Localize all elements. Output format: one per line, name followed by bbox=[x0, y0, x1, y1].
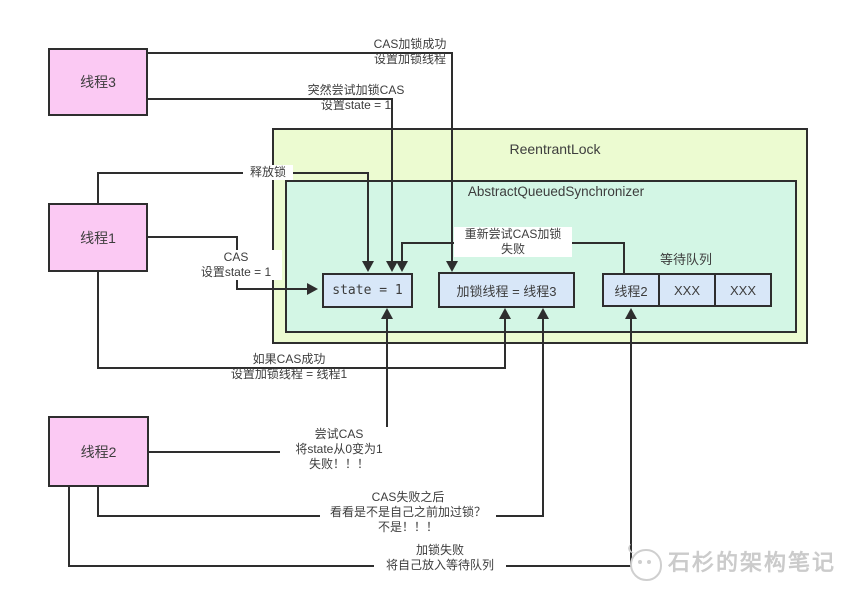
label-cas-fail-check: CAS失败之后 看看是不是自己之前加过锁？ 不是！！！ bbox=[320, 490, 496, 535]
connector-line bbox=[623, 242, 625, 274]
state-box: state = 1 bbox=[322, 273, 413, 308]
label-line: 设置加锁线程 = 线程1 bbox=[230, 367, 348, 381]
connector-line bbox=[391, 98, 393, 262]
thread3-label: 线程3 bbox=[80, 74, 116, 90]
connector-line bbox=[542, 319, 544, 517]
label-line: 将state从0变为1 bbox=[295, 442, 383, 456]
label-line: 如果CAS成功 bbox=[252, 352, 326, 366]
label-line: 失败 bbox=[500, 242, 525, 256]
label-line: CAS失败之后 bbox=[371, 490, 445, 504]
label-retry-cas: 重新尝试CAS加锁 失败 bbox=[454, 227, 572, 257]
label-if-cas-success: 如果CAS成功 设置加锁线程 = 线程1 bbox=[217, 352, 361, 382]
thread2-box: 线程2 bbox=[48, 416, 149, 487]
connector-line bbox=[68, 487, 70, 567]
queue-cell-xxx-2: XXX bbox=[714, 273, 772, 307]
connector-line bbox=[97, 487, 99, 517]
label-cas-success: CAS加锁成功 设置加锁线程 bbox=[352, 37, 468, 67]
connector-line bbox=[148, 451, 387, 453]
arrow-up-icon bbox=[499, 308, 511, 319]
connector-line bbox=[401, 242, 403, 264]
label-line: 失败！！！ bbox=[308, 457, 369, 471]
connector-line bbox=[386, 319, 388, 453]
thread3-box: 线程3 bbox=[48, 48, 148, 116]
connector-line bbox=[630, 319, 632, 567]
label-line: 加锁失败 bbox=[415, 543, 464, 557]
connector-line bbox=[504, 319, 506, 369]
arrow-up-icon bbox=[537, 308, 549, 319]
label-release-lock: 释放锁 bbox=[243, 165, 293, 180]
watermark-text: 石杉的架构笔记 bbox=[668, 550, 837, 575]
connector-line bbox=[97, 172, 99, 204]
arrow-right-icon bbox=[307, 283, 318, 295]
connector-line bbox=[97, 172, 369, 174]
label-cas-set-state: CAS 设置state = 1 bbox=[190, 250, 282, 280]
queue-cell-xxx-1: XXX bbox=[658, 273, 716, 307]
label-line: 设置state = 1 bbox=[200, 265, 272, 279]
label-line: 看看是不是自己之前加过锁？ bbox=[329, 505, 486, 519]
label-line: 将自己放入等待队列 bbox=[385, 558, 494, 572]
state-value: state = 1 bbox=[332, 283, 403, 298]
connector-line bbox=[97, 272, 99, 369]
arrow-up-icon bbox=[381, 308, 393, 319]
owner-thread-value: 加锁线程 = 线程3 bbox=[456, 283, 557, 299]
aqs-title: AbstractQueuedSynchronizer bbox=[467, 184, 645, 199]
arrow-down-icon bbox=[362, 261, 374, 272]
label-line: 释放锁 bbox=[249, 165, 286, 179]
label-line: CAS bbox=[223, 250, 249, 264]
queue-cell-thread2: 线程2 bbox=[602, 273, 660, 307]
arrow-down-icon bbox=[396, 261, 408, 272]
thread1-box: 线程1 bbox=[48, 203, 148, 272]
thread1-label: 线程1 bbox=[80, 229, 116, 246]
logo-eye-icon bbox=[638, 560, 642, 564]
label-line: 不是！！！ bbox=[377, 520, 438, 534]
arrow-down-icon bbox=[446, 261, 458, 272]
connector-line bbox=[236, 288, 310, 290]
wait-queue-title: 等待队列 bbox=[659, 252, 712, 267]
label-line: 突然尝试加锁CAS bbox=[307, 83, 405, 97]
owner-thread-box: 加锁线程 = 线程3 bbox=[438, 272, 575, 308]
arrow-down-icon bbox=[386, 261, 398, 272]
label-line: 尝试CAS bbox=[314, 427, 364, 441]
connector-line bbox=[148, 52, 453, 54]
arrow-up-icon bbox=[625, 308, 637, 319]
label-line: CAS加锁成功 bbox=[373, 37, 447, 51]
connector-line bbox=[148, 236, 238, 238]
label-try-cas: 尝试CAS 将state从0变为1 失败！！！ bbox=[280, 427, 398, 472]
watermark-bird-logo-icon bbox=[626, 541, 662, 581]
label-lock-fail: 加锁失败 将自己放入等待队列 bbox=[374, 543, 506, 573]
label-line: 重新尝试CAS加锁 bbox=[464, 227, 562, 241]
connector-line bbox=[451, 52, 453, 262]
reentrantlock-title: ReentrantLock bbox=[509, 141, 601, 157]
connector-line bbox=[68, 565, 632, 567]
label-line: 设置加锁线程 bbox=[373, 52, 446, 66]
label-sudden-cas: 突然尝试加锁CAS 设置state = 1 bbox=[296, 83, 416, 113]
connector-line bbox=[148, 98, 392, 100]
logo-eye-icon bbox=[647, 560, 651, 564]
connector-line bbox=[97, 367, 506, 369]
logo-sprout-icon bbox=[626, 541, 642, 555]
connector-line bbox=[367, 172, 369, 262]
thread2-label: 线程2 bbox=[80, 443, 117, 460]
label-line: 设置state = 1 bbox=[320, 98, 392, 112]
